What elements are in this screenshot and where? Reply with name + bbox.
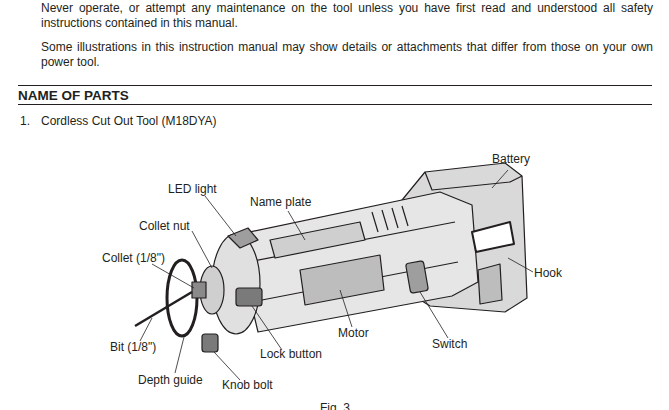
- part-label: Lock button: [260, 347, 322, 362]
- part-label: Name plate: [250, 195, 311, 210]
- part-label: Collet (1/8"): [102, 251, 165, 266]
- part-label: Battery: [492, 152, 530, 167]
- bit-part: [135, 292, 192, 326]
- part-label: Motor: [338, 326, 369, 341]
- hook-part: [472, 222, 514, 252]
- motor-housing: [235, 192, 478, 332]
- part-label: Bit (1/8"): [110, 340, 156, 355]
- paragraph: Never operate, or attempt any maintenanc…: [41, 1, 653, 31]
- grip-ribs: [372, 206, 408, 232]
- battery-edge: [425, 172, 522, 190]
- item-number: 1.: [20, 114, 30, 129]
- item-title: Cordless Cut Out Tool (M18DYA): [41, 114, 217, 129]
- motor-panel: [300, 255, 384, 305]
- part-label: LED light: [168, 182, 217, 197]
- part-label: Switch: [432, 337, 467, 352]
- name-plate: [270, 222, 365, 258]
- part-label: Depth guide: [138, 373, 203, 388]
- body-line: [248, 222, 455, 262]
- section-heading: NAME OF PARTS: [18, 88, 129, 103]
- part-label: Hook: [534, 266, 562, 281]
- rule: [18, 85, 652, 86]
- lock-button-part: [236, 288, 262, 306]
- collet-part: [192, 282, 206, 298]
- battery-latch: [478, 264, 502, 304]
- paragraph: Some illustrations in this instruction m…: [41, 40, 653, 70]
- rule: [18, 104, 652, 105]
- figure-number: Fig. 3: [320, 401, 350, 410]
- knob-bolt-part: [202, 334, 218, 352]
- switch-part: [406, 261, 429, 294]
- part-label: Collet nut: [139, 219, 190, 234]
- part-label: Knob bolt: [222, 378, 273, 393]
- leader-lines: [140, 170, 533, 380]
